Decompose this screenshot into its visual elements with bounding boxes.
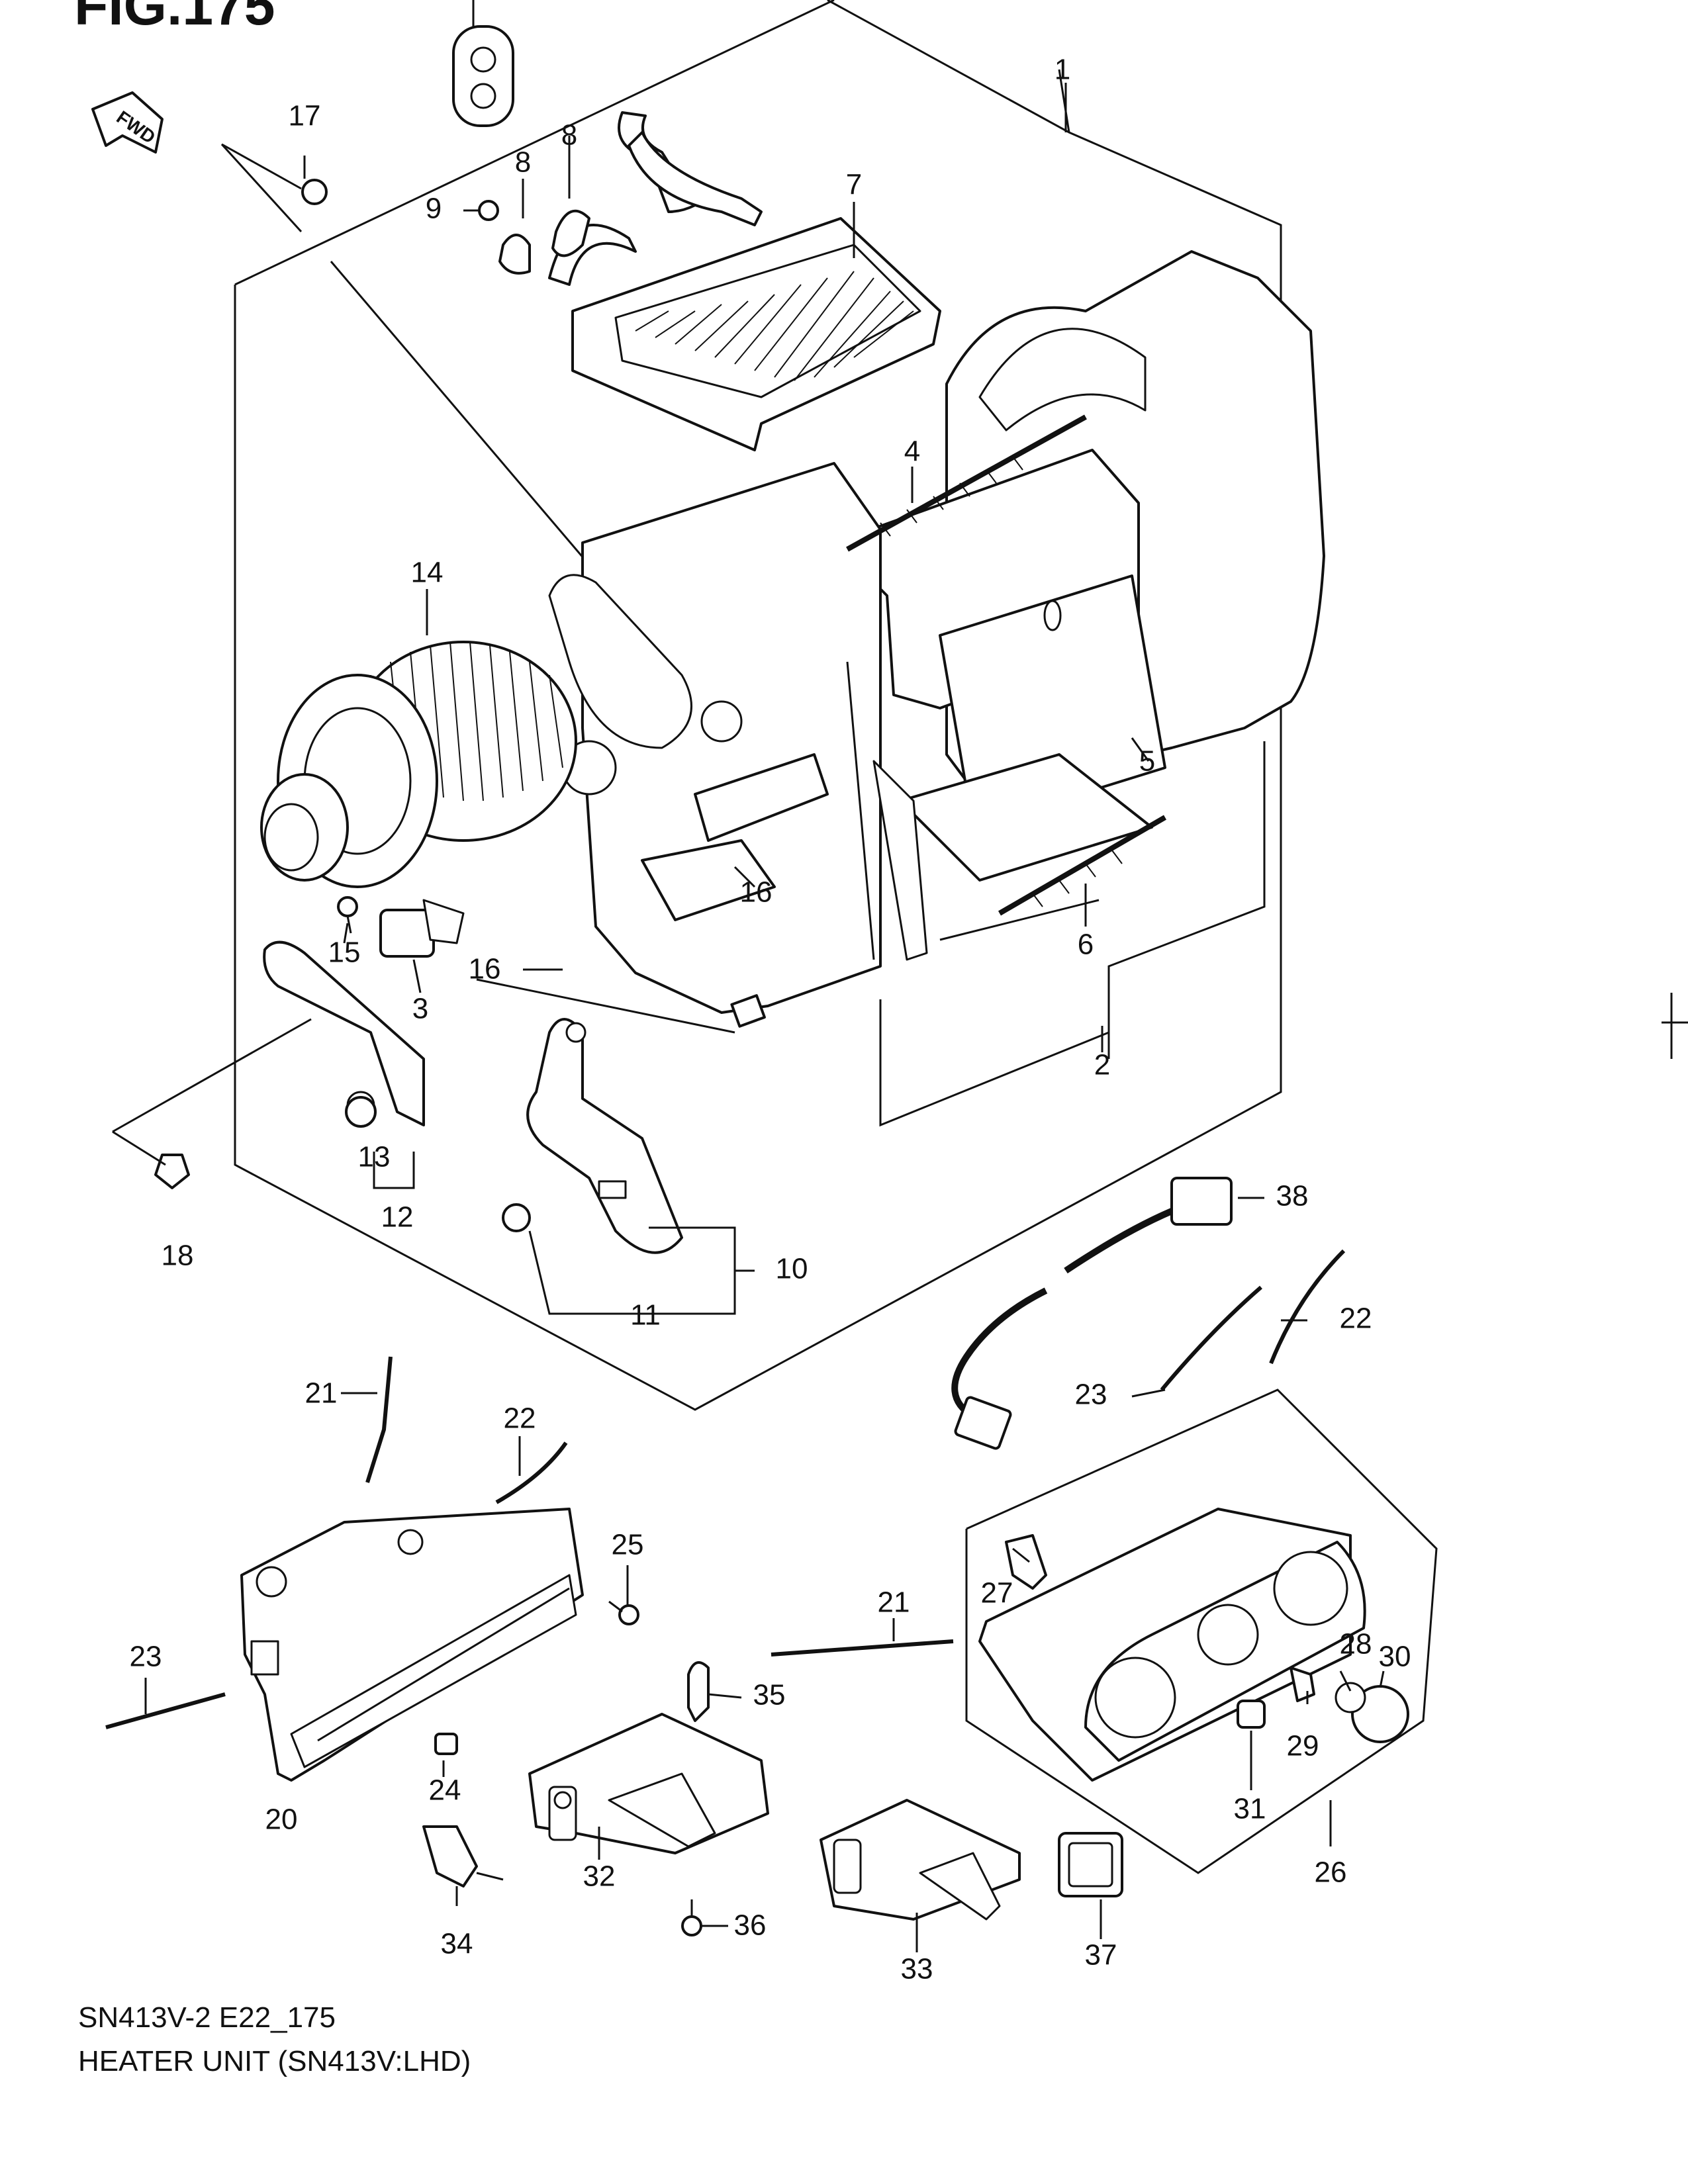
diagram-code: SN413V-2 E22_175	[78, 2001, 336, 2034]
callout-5: 5	[1139, 745, 1155, 778]
nut-part	[154, 1154, 190, 1189]
callout-32: 32	[583, 1860, 616, 1893]
callout-8-left: 8	[515, 146, 531, 179]
callout-10: 10	[776, 1253, 808, 1285]
callout-leaders	[144, 83, 1385, 1952]
knob-part	[434, 1733, 458, 1755]
screw-part	[301, 156, 328, 205]
callout-23-left: 23	[130, 1641, 162, 1673]
callout-26: 26	[1315, 1856, 1347, 1889]
callout-16-upper: 16	[740, 876, 773, 909]
callout-38: 38	[1276, 1180, 1309, 1212]
callout-35: 35	[753, 1679, 786, 1711]
control-lever-unit-part	[240, 1508, 584, 1782]
callout-20: 20	[265, 1803, 298, 1836]
nut-part	[345, 1096, 377, 1128]
link-lever-part	[526, 1018, 683, 1254]
resistor-part	[379, 899, 465, 958]
screw-part	[337, 896, 358, 934]
grommet-part	[452, 0, 514, 127]
callout-17: 17	[289, 100, 321, 132]
blower-motor-part	[260, 641, 577, 888]
bulb-part	[422, 1825, 504, 1888]
callout-28: 28	[1340, 1628, 1372, 1661]
callout-22-left: 22	[504, 1402, 536, 1435]
callout-37: 37	[1085, 1939, 1117, 1972]
link-lever-part	[263, 940, 425, 1126]
screw-part	[608, 1600, 639, 1625]
callout-11: 11	[630, 1299, 661, 1332]
callout-33: 33	[901, 1953, 933, 1985]
callout-21-left: 21	[305, 1377, 338, 1410]
callout-9: 9	[426, 193, 442, 225]
screw-part	[463, 200, 499, 221]
callout-18: 18	[162, 1240, 194, 1272]
screw-part	[681, 1899, 702, 1936]
callout-25: 25	[612, 1529, 644, 1561]
knob-part	[1237, 1666, 1409, 1743]
callout-34: 34	[441, 1928, 473, 1960]
callout-21-right: 21	[878, 1586, 910, 1619]
shaft-part	[846, 414, 1087, 552]
callout-16-lower: 16	[469, 953, 501, 985]
mode-switch-part	[820, 1799, 1021, 1921]
callout-14: 14	[411, 557, 444, 589]
fwd-arrow-icon: FWD	[91, 91, 164, 154]
shaft-part	[998, 815, 1167, 916]
wire-harness-part	[951, 1177, 1233, 1450]
leader-brackets	[112, 741, 1266, 1315]
blower-switch-part	[528, 1713, 769, 1854]
callout-12: 12	[381, 1201, 414, 1234]
diagram-title: HEATER UNIT (SN413V:LHD)	[78, 2045, 471, 2077]
callout-36: 36	[734, 1909, 767, 1942]
callout-31: 31	[1234, 1793, 1266, 1825]
callout-30: 30	[1379, 1641, 1411, 1673]
callout-2: 2	[1094, 1049, 1110, 1081]
callout-6: 6	[1078, 929, 1094, 961]
switch-part	[1058, 1832, 1123, 1897]
heater-case-part	[548, 250, 1325, 1028]
cable-part	[105, 1249, 1346, 1729]
callout-8-right: 8	[561, 119, 577, 152]
callout-22-right: 22	[1340, 1302, 1372, 1335]
callout-24: 24	[429, 1774, 461, 1807]
callout-3: 3	[412, 993, 428, 1025]
heater-control-panel-part	[965, 1388, 1438, 1874]
heater-core-part	[548, 111, 941, 451]
callout-1: 1	[1055, 54, 1070, 86]
callout-4: 4	[904, 435, 920, 468]
callout-labels: 1 2 3 4 5 6 7 8 8 9 10 11 12 13 14 15 16…	[130, 54, 1411, 1985]
callout-27: 27	[981, 1577, 1013, 1610]
figure-title: FIG.175	[74, 0, 275, 36]
callout-13: 13	[358, 1141, 391, 1173]
callout-23-right: 23	[1075, 1379, 1107, 1411]
nut-part	[502, 1203, 531, 1232]
callout-7: 7	[846, 169, 862, 201]
hose-clamp-part	[498, 209, 590, 275]
callout-15: 15	[328, 936, 361, 969]
knob-part	[687, 1661, 710, 1722]
callout-29: 29	[1287, 1730, 1319, 1762]
